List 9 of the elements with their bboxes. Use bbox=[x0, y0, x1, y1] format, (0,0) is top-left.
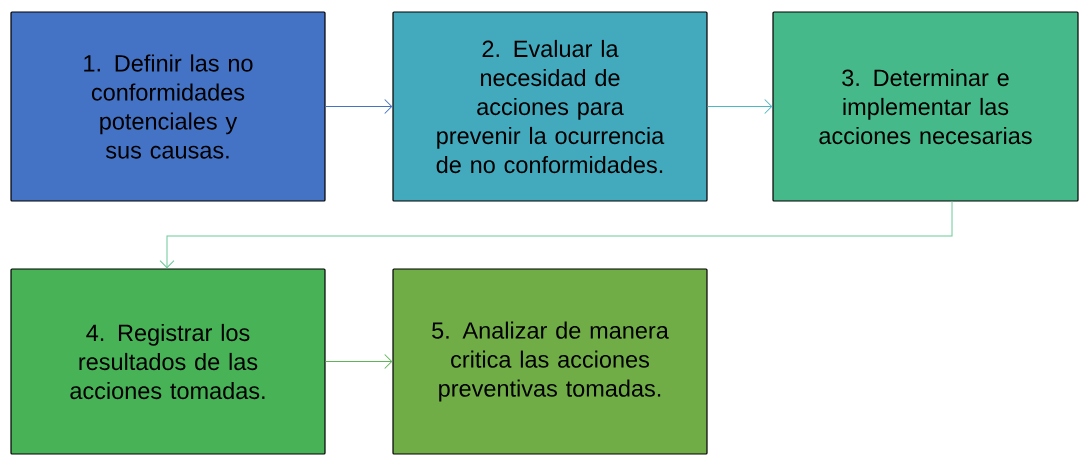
process-box: 3. Determinar e implementar las acciones necesarias bbox=[772, 11, 1079, 202]
process-box: 5. Analizar de manera critica las acciones preventivas tomadas. bbox=[392, 268, 708, 455]
arrow bbox=[707, 99, 773, 114]
arrow bbox=[159, 201, 953, 269]
process-box: 2. Evaluar la necesidad de acciones para prevenir la ocurrencia de no conformidades. bbox=[392, 11, 708, 202]
process-box: 1. Definir las no conformidades potenciales y sus causas. bbox=[10, 11, 326, 202]
process-box: 4. Registrar los resultados de las acciones tomadas. bbox=[10, 268, 326, 455]
arrow bbox=[325, 99, 393, 114]
arrow bbox=[325, 354, 393, 369]
